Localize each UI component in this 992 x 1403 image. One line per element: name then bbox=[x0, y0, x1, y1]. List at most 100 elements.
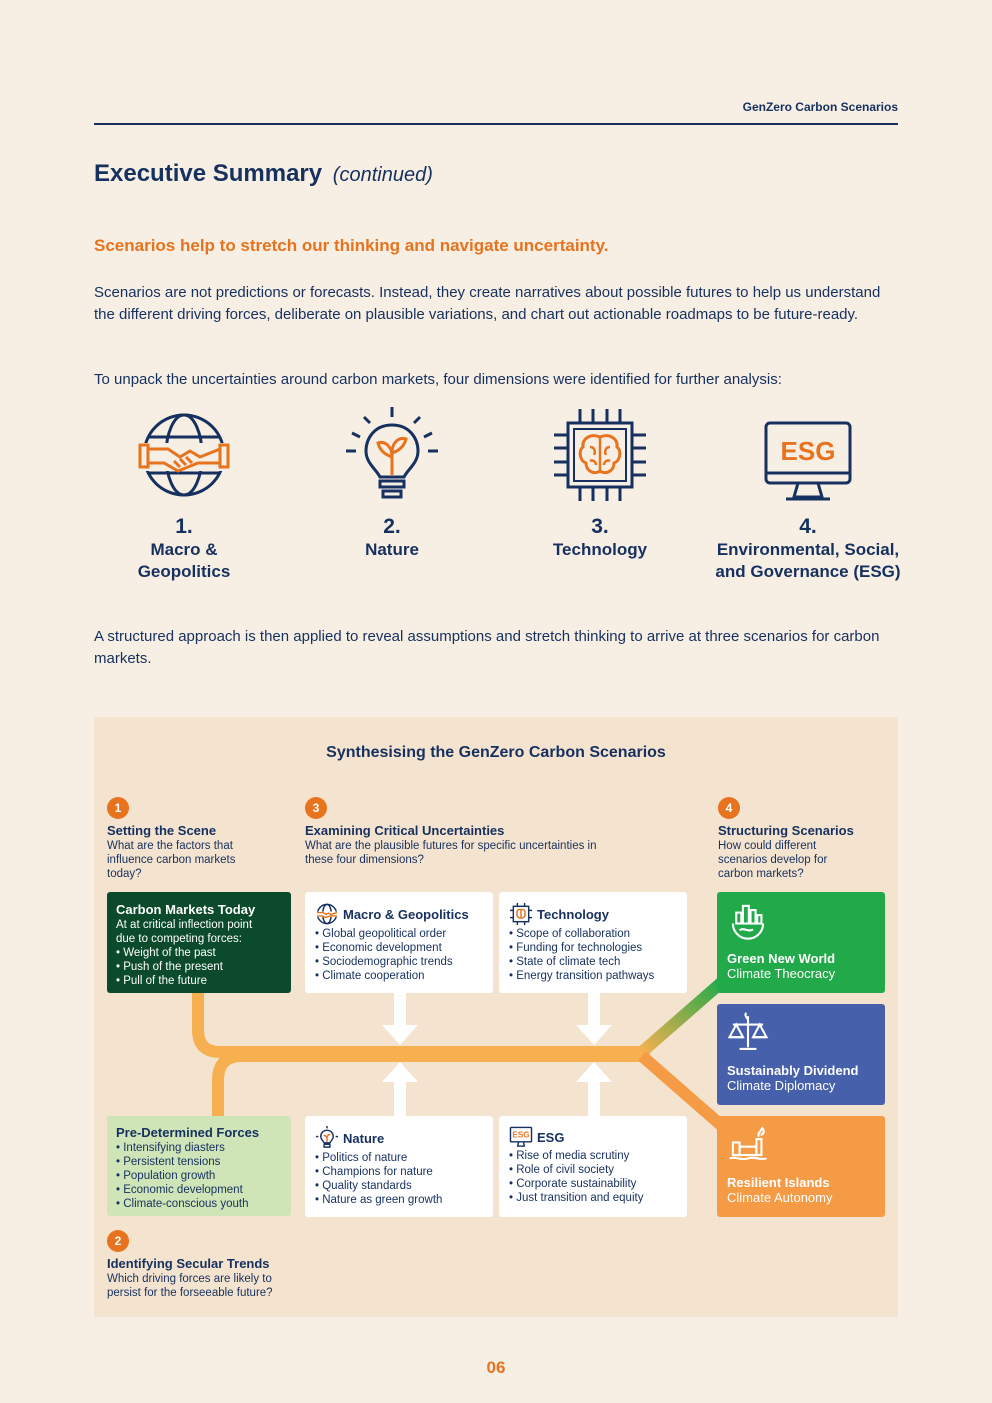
scenario-sustainably-dividend: Sustainably Dividend Climate Diplomacy bbox=[717, 1004, 885, 1105]
esg-monitor-icon: ESG bbox=[758, 405, 858, 505]
step-number-badge: 1 bbox=[107, 797, 129, 819]
list-item: Population growth bbox=[116, 1169, 282, 1183]
carbon-markets-today-box: Carbon Markets Today At at critical infl… bbox=[107, 892, 291, 993]
list-item: Economic development bbox=[315, 941, 483, 955]
approach-paragraph: A structured approach is then applied to… bbox=[94, 628, 880, 667]
step-title: Structuring Scenarios bbox=[718, 823, 854, 838]
list-item: Energy transition pathways bbox=[509, 969, 677, 983]
uncertainty-list: Politics of nature Champions for nature … bbox=[315, 1151, 483, 1207]
list-item: Intensifying diasters bbox=[116, 1141, 282, 1155]
unpack-paragraph: To unpack the uncertainties around carbo… bbox=[94, 371, 782, 388]
step-number-badge: 2 bbox=[107, 1230, 129, 1252]
dimension-label: Environmental, Social, bbox=[716, 540, 900, 559]
uncertainty-list: Global geopolitical order Economic devel… bbox=[315, 927, 483, 983]
scenario-subtitle: Climate Diplomacy bbox=[727, 1078, 836, 1093]
predetermined-forces-box: Pre-Determined Forces Intensifying diast… bbox=[107, 1116, 291, 1216]
dimension-number: 3. bbox=[591, 515, 609, 538]
scenario-name: Sustainably Dividend bbox=[727, 1063, 859, 1078]
diagram-title: Synthesising the GenZero Carbon Scenario… bbox=[326, 744, 666, 761]
step-title: Setting the Scene bbox=[107, 823, 217, 838]
list-item: Role of civil society bbox=[509, 1163, 677, 1177]
page-number: 06 bbox=[486, 1358, 506, 1377]
box-title: ESG bbox=[537, 1129, 565, 1145]
island-factory-icon bbox=[729, 1126, 767, 1161]
svg-text:ESG: ESG bbox=[512, 1130, 529, 1139]
lightbulb-sprout-icon bbox=[342, 405, 442, 505]
box-title: Pre-Determined Forces bbox=[116, 1125, 260, 1140]
list-item: Weight of the past bbox=[116, 946, 282, 960]
green-city-icon bbox=[731, 904, 765, 940]
force-list: Intensifying diasters Persistent tension… bbox=[116, 1141, 282, 1211]
uncertainty-esg: ESG ESG Rise of media scrutiny Role of c… bbox=[499, 1116, 687, 1217]
dimension-nature: 2. Nature bbox=[287, 405, 497, 561]
step-description: How could different scenarios develop fo… bbox=[718, 840, 828, 880]
scenario-green-new-world: Green New World Climate Theocracy bbox=[717, 892, 885, 993]
scenario-name: Resilient Islands bbox=[727, 1175, 830, 1190]
list-item: Funding for technologies bbox=[509, 941, 677, 955]
step-title: Identifying Secular Trends bbox=[107, 1256, 270, 1271]
running-header: GenZero Carbon Scenarios bbox=[742, 100, 898, 114]
list-item: Champions for nature bbox=[315, 1165, 483, 1179]
dimension-number: 2. bbox=[383, 515, 401, 538]
dimension-label-line2: and Governance (ESG) bbox=[715, 562, 901, 581]
dimension-number: 4. bbox=[799, 515, 817, 538]
list-item: Pull of the future bbox=[116, 974, 282, 988]
scenario-name: Green New World bbox=[727, 951, 836, 966]
dimension-number: 1. bbox=[175, 515, 193, 538]
uncertainty-list: Rise of media scrutiny Role of civil soc… bbox=[509, 1149, 677, 1205]
scenario-subtitle: Climate Theocracy bbox=[727, 966, 836, 981]
globe-handshake-icon bbox=[134, 405, 234, 505]
list-item: Climate cooperation bbox=[315, 969, 483, 983]
box-title: Nature bbox=[343, 1130, 385, 1146]
dimension-label-line2: Geopolitics bbox=[137, 562, 231, 581]
brain-chip-icon bbox=[550, 405, 650, 505]
title-main: Executive Summary bbox=[94, 160, 323, 187]
section-subheading: Scenarios help to stretch our thinking a… bbox=[94, 236, 609, 255]
balance-scale-icon bbox=[727, 1012, 769, 1051]
step-description: Which driving forces are likely to persi… bbox=[107, 1273, 273, 1299]
intro-paragraph: Scenarios are not predictions or forecas… bbox=[94, 284, 881, 323]
list-item: Sociodemographic trends bbox=[315, 955, 483, 969]
uncertainty-technology: Technology Scope of collaboration Fundin… bbox=[499, 892, 687, 993]
lightbulb-sprout-icon bbox=[315, 1126, 339, 1148]
list-item: Global geopolitical order bbox=[315, 927, 483, 941]
dimension-label: Nature bbox=[365, 540, 419, 559]
list-item: Persistent tensions bbox=[116, 1155, 282, 1169]
box-title: Macro & Geopolitics bbox=[343, 906, 469, 922]
scenario-subtitle: Climate Autonomy bbox=[727, 1190, 833, 1205]
list-item: Nature as green growth bbox=[315, 1193, 483, 1207]
dimension-macro-geopolitics: 1. Macro & Geopolitics bbox=[79, 405, 289, 583]
list-item: Scope of collaboration bbox=[509, 927, 677, 941]
page-title: Executive Summary (continued) bbox=[94, 160, 433, 188]
globe-handshake-icon bbox=[316, 903, 338, 925]
dimension-label: Macro & bbox=[150, 540, 218, 559]
list-item: State of climate tech bbox=[509, 955, 677, 969]
dimension-esg: ESG 4. Environmental, Social, and Govern… bbox=[703, 405, 913, 583]
list-item: Just transition and equity bbox=[509, 1191, 677, 1205]
step-number-badge: 4 bbox=[718, 797, 740, 819]
list-item: Economic development bbox=[116, 1183, 282, 1197]
title-suffix: (continued) bbox=[332, 164, 433, 186]
dimension-label: Technology bbox=[552, 540, 648, 559]
header-divider bbox=[94, 123, 898, 125]
dimension-technology: 3. Technology bbox=[495, 405, 705, 561]
brain-chip-icon bbox=[509, 902, 533, 926]
list-item: Push of the present bbox=[116, 960, 282, 974]
list-item: Rise of media scrutiny bbox=[509, 1149, 677, 1163]
list-item: Quality standards bbox=[315, 1179, 483, 1193]
list-item: Politics of nature bbox=[315, 1151, 483, 1165]
esg-monitor-icon: ESG bbox=[509, 1126, 533, 1147]
step-number-badge: 3 bbox=[305, 797, 327, 819]
list-item: Climate-conscious youth bbox=[116, 1197, 282, 1211]
uncertainty-list: Scope of collaboration Funding for techn… bbox=[509, 927, 677, 983]
force-list: Weight of the past Push of the present P… bbox=[116, 946, 282, 988]
step-title: Examining Critical Uncertainties bbox=[305, 823, 505, 838]
scenario-resilient-islands: Resilient Islands Climate Autonomy bbox=[717, 1116, 885, 1217]
step-description: What are the plausible futures for speci… bbox=[305, 840, 597, 866]
uncertainty-nature: Nature Politics of nature Champions for … bbox=[305, 1116, 493, 1217]
svg-text:ESG: ESG bbox=[781, 436, 836, 466]
uncertainty-macro-geopolitics: Macro & Geopolitics Global geopolitical … bbox=[305, 892, 493, 993]
box-title: Carbon Markets Today bbox=[116, 902, 256, 917]
box-title: Technology bbox=[537, 906, 609, 922]
